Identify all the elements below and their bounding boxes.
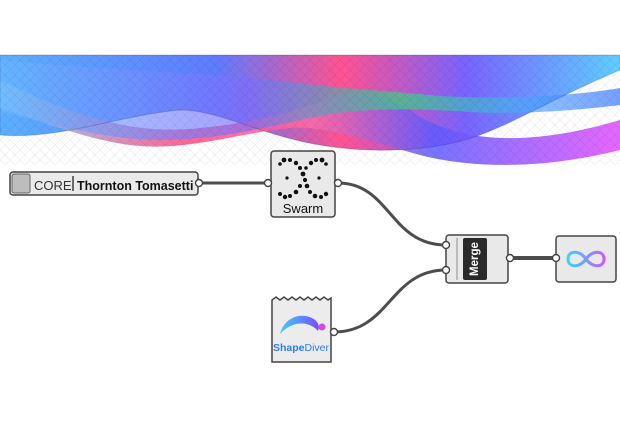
ribbon-surface-banner — [0, 54, 620, 165]
swarm-node-label: Swarm — [283, 201, 323, 216]
swarm-node[interactable]: Swarm — [263, 150, 343, 218]
shapediver-label-part-a: Shape — [273, 342, 305, 354]
merge-input-port-d1[interactable] — [441, 240, 451, 250]
core-output-port[interactable] — [194, 178, 204, 188]
core-node[interactable]: CORE Thornton Tomasetti — [9, 171, 204, 196]
shapediver-logo-icon — [280, 315, 326, 334]
merge-output-port[interactable] — [505, 253, 515, 263]
core-prefix-label: CORE — [34, 178, 72, 193]
shapediver-node[interactable]: ShapeDiver — [271, 296, 339, 363]
shapediver-label-part-b: Diver — [305, 342, 330, 354]
merge-node-label: Merge — [469, 242, 481, 276]
shapediver-output-port[interactable] — [329, 327, 339, 337]
shapediver-node-label: ShapeDiver — [273, 342, 330, 354]
wire-shapediver-to-merge[interactable] — [332, 268, 448, 334]
swarm-particles-icon — [278, 157, 329, 200]
merge-node[interactable]: Merge — [441, 234, 515, 284]
infinity-icon — [566, 250, 606, 268]
merge-input-port-d2[interactable] — [441, 265, 451, 275]
core-company-label: Thornton Tomasetti — [77, 179, 193, 193]
swarm-input-port[interactable] — [263, 178, 273, 188]
swarm-output-port[interactable] — [333, 178, 343, 188]
output-input-port[interactable] — [551, 253, 561, 263]
output-node[interactable] — [551, 235, 617, 283]
wire-swarm-to-merge[interactable] — [336, 181, 448, 247]
